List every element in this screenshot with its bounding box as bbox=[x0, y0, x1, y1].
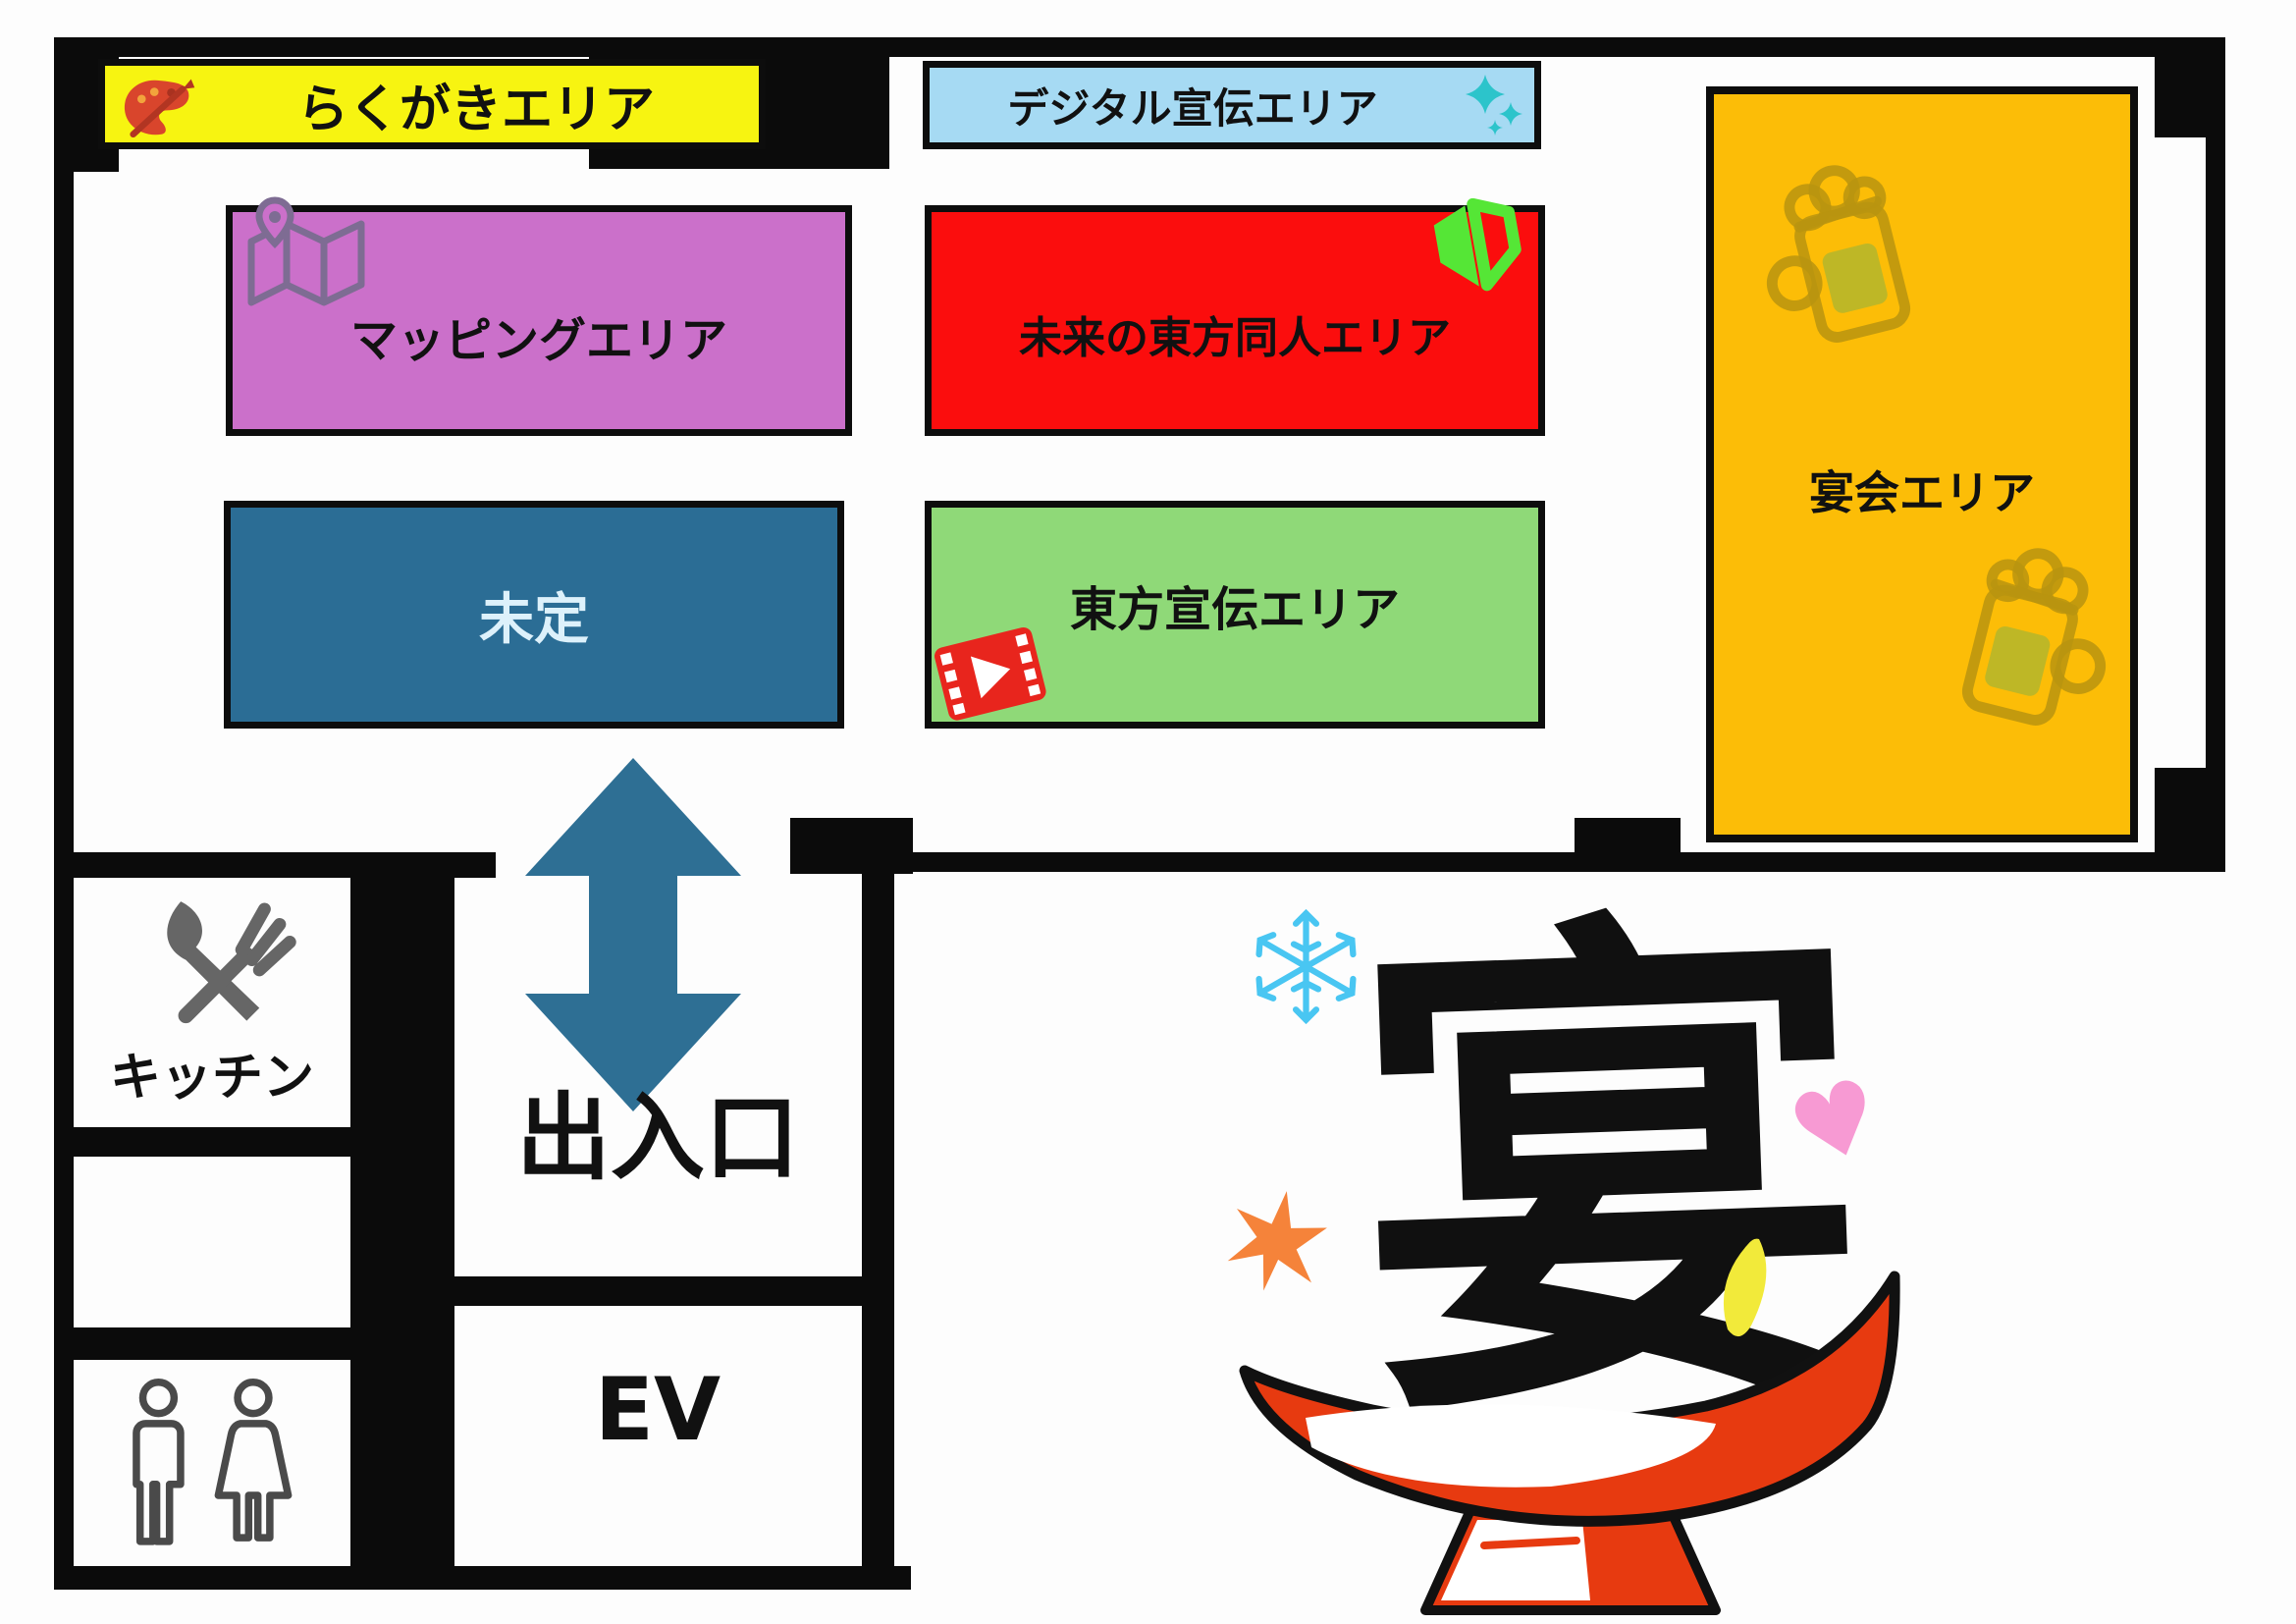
fork-knife-icon bbox=[145, 884, 297, 1031]
man-icon bbox=[138, 1378, 179, 1418]
palette-icon bbox=[116, 71, 204, 141]
snowflake-icon bbox=[1245, 905, 1367, 1028]
sake-dish bbox=[1217, 1257, 1924, 1624]
area-undecided-label: 未定 bbox=[479, 587, 589, 652]
beer-mug-icon bbox=[1936, 530, 2117, 771]
banner-digital-pr-label: デジタル宣伝エリア bbox=[1007, 83, 1378, 133]
room-kitchen-label: キッチン bbox=[109, 1049, 314, 1108]
wall-right bbox=[2206, 37, 2225, 872]
banner-digital-pr-area: デジタル宣伝エリア bbox=[923, 61, 1541, 149]
sparkles-icon bbox=[1460, 73, 1530, 143]
banner-rakugaki-label: らくがきエリア bbox=[296, 80, 655, 139]
map-pin-icon bbox=[238, 194, 375, 322]
restroom-icon bbox=[106, 1373, 327, 1559]
room-elevator-label: EV bbox=[594, 1358, 721, 1460]
wall-kitchen-column bbox=[350, 852, 454, 1589]
wall-top bbox=[54, 37, 2225, 57]
wall-ev-top bbox=[432, 1276, 894, 1306]
woman-icon bbox=[234, 1378, 273, 1418]
double-arrow-icon bbox=[520, 758, 746, 1111]
beginner-mark-icon bbox=[1421, 198, 1531, 308]
room-entrance-label: 出入口 bbox=[516, 1082, 799, 1193]
banner-rakugaki-area: らくがきエリア bbox=[98, 59, 766, 149]
wall-lower-right bbox=[862, 818, 894, 1590]
wall-kitchen-divider-2 bbox=[54, 1327, 449, 1360]
leaf-petal-icon bbox=[1690, 1235, 1784, 1353]
maple-star-icon bbox=[1223, 1188, 1329, 1294]
wall-left bbox=[54, 37, 74, 1589]
area-future-doujin-label: 未来の東方同人エリア bbox=[1019, 312, 1451, 363]
wall-bottom bbox=[54, 1566, 911, 1590]
area-mapping: マッピングエリア bbox=[226, 205, 852, 436]
wall-hall-bottom-right bbox=[883, 852, 2225, 872]
wall-entrance-pillar bbox=[790, 818, 913, 874]
film-icon bbox=[931, 621, 1053, 729]
wall-kitchen-divider-1 bbox=[54, 1127, 449, 1157]
area-touhou-pr-label: 東方宣伝エリア bbox=[1069, 582, 1400, 637]
area-banquet-label: 宴会エリア bbox=[1809, 466, 2035, 519]
area-mapping-label: マッピングエリア bbox=[349, 312, 727, 368]
beer-mug-icon bbox=[1755, 147, 1937, 388]
area-banquet: 宴会エリア bbox=[1706, 86, 2138, 842]
area-undecided: 未定 bbox=[224, 501, 844, 729]
wall-mid-bottom-pillar bbox=[1575, 818, 1681, 872]
